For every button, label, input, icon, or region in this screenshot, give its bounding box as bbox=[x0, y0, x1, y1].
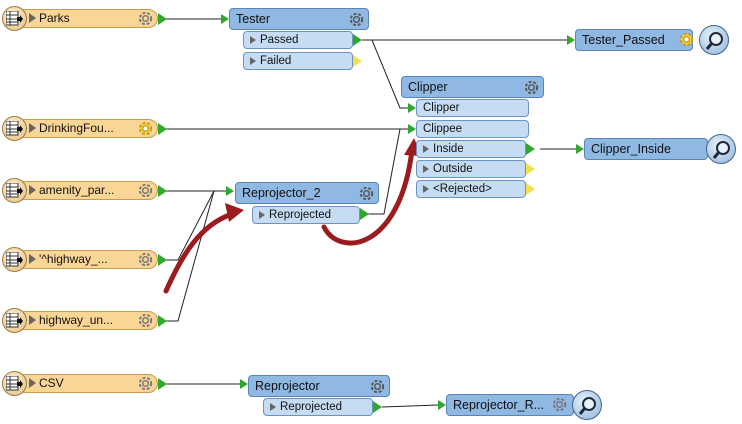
clipper-clippee-input[interactable]: Clippee bbox=[416, 120, 529, 138]
gear-icon[interactable] bbox=[522, 78, 541, 97]
tester-input-port-icon[interactable] bbox=[221, 14, 229, 24]
reprojector-input-port-icon[interactable] bbox=[240, 379, 248, 389]
outside-output-icon[interactable] bbox=[526, 163, 535, 175]
output-port-icon[interactable] bbox=[158, 254, 167, 266]
reprojector-transformer[interactable]: Reprojector bbox=[248, 375, 390, 397]
gear-icon[interactable] bbox=[347, 10, 366, 29]
table-icon bbox=[2, 371, 27, 396]
clipper-rejected-port[interactable]: <Rejected> bbox=[416, 180, 526, 198]
inspector-input-port-icon[interactable] bbox=[438, 400, 446, 410]
expand-arrow-icon[interactable] bbox=[29, 378, 36, 388]
inspector-title: Tester_Passed bbox=[582, 33, 665, 47]
reprojected-output-icon[interactable] bbox=[373, 401, 382, 413]
gear-icon[interactable] bbox=[136, 374, 155, 393]
clipper-title: Clipper bbox=[408, 80, 448, 94]
reader-label: amenity_par... bbox=[39, 183, 115, 197]
reprojected-output-icon[interactable] bbox=[360, 208, 369, 220]
annotation-arrow-2 bbox=[321, 147, 415, 246]
annotation-arrow-1 bbox=[163, 211, 235, 294]
gear-icon[interactable] bbox=[136, 9, 155, 28]
expand-arrow-icon[interactable] bbox=[29, 315, 36, 325]
reprojector2-transformer[interactable]: Reprojector_2 bbox=[235, 182, 379, 204]
tester-passed-port[interactable]: Passed bbox=[243, 31, 353, 49]
gear-icon[interactable] bbox=[136, 119, 155, 138]
reader-label: Parks bbox=[39, 11, 70, 25]
link-reprojected-inspector bbox=[381, 404, 439, 408]
link-highway2-reproj2 bbox=[166, 190, 226, 322]
reader-label: highway_un... bbox=[39, 313, 114, 327]
magnifier-icon[interactable] bbox=[572, 390, 602, 420]
reader-label: CSV bbox=[39, 376, 64, 390]
table-icon bbox=[2, 247, 27, 272]
link-highway1-reproj2 bbox=[166, 190, 226, 261]
inspector-reprojector-r[interactable]: Reprojector_R... bbox=[446, 390, 606, 420]
output-port-icon[interactable] bbox=[158, 315, 167, 327]
expand-arrow-icon[interactable] bbox=[29, 123, 36, 133]
gear-icon[interactable] bbox=[677, 30, 696, 49]
inspector-clipper-inside[interactable]: Clipper_Inside bbox=[584, 134, 742, 164]
table-icon bbox=[2, 308, 27, 333]
inspector-tester-passed[interactable]: Tester_Passed bbox=[575, 25, 735, 55]
reader-highway-1[interactable]: '^highway_... bbox=[2, 247, 172, 272]
reprojector-title: Reprojector bbox=[255, 379, 320, 393]
inside-output-icon[interactable] bbox=[526, 143, 535, 155]
clipper-input-port-icon[interactable] bbox=[408, 103, 416, 113]
reader-drinking[interactable]: DrinkingFou... bbox=[2, 116, 172, 141]
rejected-output-icon[interactable] bbox=[526, 183, 535, 195]
inspector-input-port-icon[interactable] bbox=[567, 35, 575, 45]
output-port-icon[interactable] bbox=[158, 378, 167, 390]
reader-label: DrinkingFou... bbox=[39, 121, 114, 135]
annotation-arrowhead-1 bbox=[225, 203, 244, 222]
reprojector2-title: Reprojector_2 bbox=[242, 186, 321, 200]
link-passed-clipper bbox=[362, 39, 410, 109]
magnifier-icon[interactable] bbox=[699, 25, 729, 55]
output-port-icon[interactable] bbox=[158, 185, 167, 197]
reader-csv[interactable]: CSV bbox=[2, 371, 172, 396]
gear-icon[interactable] bbox=[136, 181, 155, 200]
output-port-icon[interactable] bbox=[158, 123, 167, 135]
reprojector2-input-port-icon[interactable] bbox=[226, 186, 234, 196]
tester-transformer[interactable]: Tester bbox=[229, 8, 369, 30]
tester-failed-port[interactable]: Failed bbox=[243, 52, 353, 70]
magnifier-icon[interactable] bbox=[706, 134, 736, 164]
clipper-transformer[interactable]: Clipper bbox=[401, 76, 544, 98]
table-icon bbox=[2, 6, 27, 31]
reader-label: '^highway_... bbox=[39, 252, 108, 266]
gear-icon[interactable] bbox=[368, 377, 387, 396]
passed-output-icon[interactable] bbox=[353, 34, 362, 46]
link-reprojected-clippee bbox=[366, 128, 410, 215]
clipper-clipper-input[interactable]: Clipper bbox=[416, 99, 529, 117]
expand-arrow-icon[interactable] bbox=[29, 13, 36, 23]
expand-arrow-icon[interactable] bbox=[29, 254, 36, 264]
clippee-input-port-icon[interactable] bbox=[408, 124, 416, 134]
gear-icon[interactable] bbox=[357, 184, 376, 203]
reader-parks[interactable]: Parks bbox=[2, 6, 172, 31]
reprojector-reprojected-port[interactable]: Reprojected bbox=[263, 398, 373, 416]
gear-icon[interactable] bbox=[136, 250, 155, 269]
inspector-title: Clipper_Inside bbox=[591, 142, 671, 156]
reprojector2-reprojected-port[interactable]: Reprojected bbox=[252, 206, 360, 224]
clipper-outside-port[interactable]: Outside bbox=[416, 160, 526, 178]
inspector-input-port-icon[interactable] bbox=[576, 144, 584, 154]
reader-highway-2[interactable]: highway_un... bbox=[2, 308, 172, 333]
gear-icon[interactable] bbox=[136, 311, 155, 330]
table-icon bbox=[2, 116, 27, 141]
table-icon bbox=[2, 178, 27, 203]
failed-output-icon[interactable] bbox=[353, 55, 362, 67]
reader-amenity[interactable]: amenity_par... bbox=[2, 178, 172, 203]
output-port-icon[interactable] bbox=[158, 13, 167, 25]
clipper-inside-port[interactable]: Inside bbox=[416, 140, 526, 158]
gear-icon[interactable] bbox=[550, 395, 569, 414]
inspector-title: Reprojector_R... bbox=[453, 398, 545, 412]
expand-arrow-icon[interactable] bbox=[29, 185, 36, 195]
tester-title: Tester bbox=[236, 12, 271, 26]
